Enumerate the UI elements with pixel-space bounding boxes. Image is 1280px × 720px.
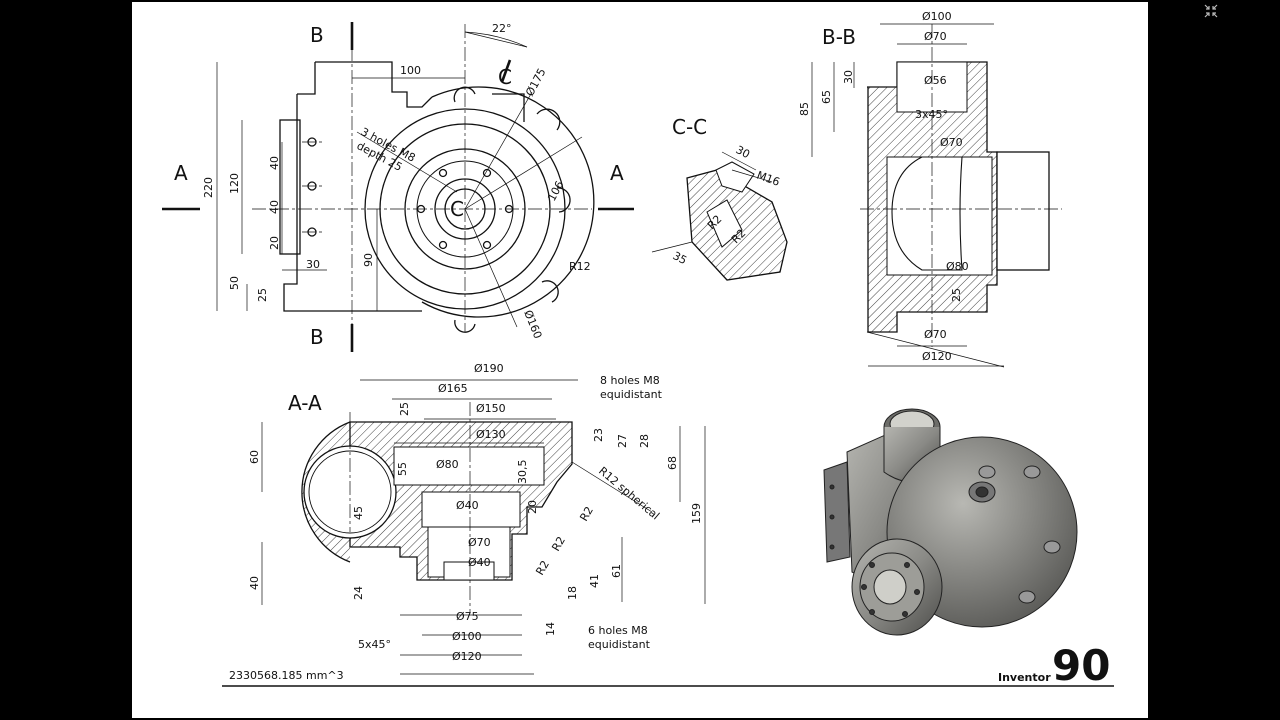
bb-dim-cham: 3x45° — [915, 108, 948, 121]
front-view-labels: B B A A C C 22° Ø175 100 220 120 40 40 2… — [174, 22, 624, 349]
aa-note-bottom-line1: 6 holes M8 — [588, 624, 648, 637]
dim-h120: 120 — [228, 173, 241, 194]
bb-view: B-B Ø100 Ø70 30 85 65 Ø56 3x45° Ø70 Ø80 … — [798, 10, 1062, 368]
aa-dim-h28: 28 — [638, 434, 651, 448]
aa-dim-d40b: Ø40 — [468, 556, 491, 569]
bb-dim-d70mid: Ø70 — [940, 136, 963, 149]
bb-dim-h85: 85 — [798, 102, 811, 116]
aa-dim-r12-spherical: R12 spherical — [596, 464, 662, 522]
aa-view: A-A Ø190 Ø165 25 Ø150 Ø130 60 55 Ø80 30,… — [248, 362, 706, 675]
dim-h25: 25 — [256, 288, 269, 302]
dim-d175: Ø175 — [523, 66, 548, 98]
bb-dim-d70top: Ø70 — [924, 30, 947, 43]
aa-dim-d80: Ø80 — [436, 458, 459, 471]
aa-note-bottom-line2: equidistant — [588, 638, 651, 651]
dim-h40b: 40 — [268, 200, 281, 214]
aa-dim-d40a: Ø40 — [456, 499, 479, 512]
brand-label: Inventor — [998, 671, 1051, 684]
aa-dim-h305: 30,5 — [516, 460, 529, 485]
aa-dim-h25: 25 — [398, 402, 411, 416]
aa-dim-h24: 24 — [352, 586, 365, 600]
bb-dim-d56: Ø56 — [924, 74, 947, 87]
aa-dim-d150: Ø150 — [476, 402, 506, 415]
bb-dim-d70bot: Ø70 — [924, 328, 947, 341]
technical-drawing: B B A A C C 22° Ø175 100 220 120 40 40 2… — [162, 10, 1114, 690]
cc-dim-w30: 30 — [734, 143, 752, 161]
aa-dim-h60: 60 — [248, 450, 261, 464]
bb-dim-d120: Ø120 — [922, 350, 952, 363]
section-marker-c: C — [498, 65, 512, 89]
cc-view: C-C 30 M16 R2 R2 35 — [651, 115, 788, 281]
aa-dim-d100: Ø100 — [452, 630, 482, 643]
aa-dim-d70: Ø70 — [468, 536, 491, 549]
collapse-arrows-icon[interactable] — [1204, 4, 1218, 18]
dim-h40a: 40 — [268, 156, 281, 170]
aa-dim-h55: 55 — [396, 462, 409, 476]
front-view — [162, 22, 634, 352]
bb-title: B-B — [822, 25, 856, 49]
section-marker-a-right: A — [610, 161, 624, 185]
aa-dim-h27: 27 — [616, 434, 629, 448]
drawing-sheet: B B A A C C 22° Ø175 100 220 120 40 40 2… — [132, 2, 1148, 718]
aa-dim-h61: 61 — [610, 564, 623, 578]
aa-dim-cham: 5x45° — [358, 638, 391, 651]
aa-title: A-A — [288, 391, 322, 415]
aa-dim-d120: Ø120 — [452, 650, 482, 663]
aa-dim-h45: 45 — [352, 506, 365, 520]
aa-dim-h159: 159 — [690, 503, 703, 524]
aa-dim-h18: 18 — [566, 586, 579, 600]
dim-angle: 22° — [492, 22, 512, 35]
dim-h50: 50 — [228, 276, 241, 290]
aa-dim-d165: Ø165 — [438, 382, 468, 395]
cc-title: C-C — [672, 115, 707, 139]
aa-dim-h14: 14 — [544, 622, 557, 636]
aa-dim-h40: 40 — [248, 576, 261, 590]
dim-w30: 30 — [306, 258, 320, 271]
aa-dim-r2b: R2 — [549, 534, 568, 553]
aa-dim-h68: 68 — [666, 456, 679, 470]
aa-note-top-line1: 8 holes M8 — [600, 374, 660, 387]
dim-r12: R12 — [569, 260, 591, 273]
aa-dim-h20: 20 — [526, 500, 539, 514]
aa-dim-r2a: R2 — [577, 504, 596, 523]
section-marker-c-center: C — [450, 197, 464, 221]
footer: 2330568.185 mm^3 Inventor 90 — [222, 641, 1114, 690]
aa-dim-d190: Ø190 — [474, 362, 504, 375]
aa-dim-h23: 23 — [592, 428, 605, 442]
aa-dim-d130: Ø130 — [476, 428, 506, 441]
dim-h20: 20 — [268, 236, 281, 250]
bb-dim-d80: Ø80 — [946, 260, 969, 273]
section-marker-b-bottom: B — [310, 325, 324, 349]
exercise-number: 90 — [1052, 641, 1110, 690]
section-marker-b-top: B — [310, 23, 324, 47]
dim-h90: 90 — [362, 253, 375, 267]
bb-dim-h25: 25 — [950, 288, 963, 302]
section-marker-a-left: A — [174, 161, 188, 185]
bb-dim-d100: Ø100 — [922, 10, 952, 23]
bb-dim-h30: 30 — [842, 70, 855, 84]
iso-model — [823, 408, 1078, 636]
dim-w100: 100 — [400, 64, 421, 77]
dim-h220: 220 — [202, 177, 215, 198]
dim-d160: Ø160 — [521, 308, 544, 340]
aa-dim-d75: Ø75 — [456, 610, 479, 623]
volume-readout: 2330568.185 mm^3 — [229, 669, 344, 682]
aa-dim-r2c: R2 — [533, 558, 552, 577]
cc-dim-m16: M16 — [755, 169, 782, 189]
bb-dim-h65: 65 — [820, 90, 833, 104]
cc-dim-w35: 35 — [671, 249, 689, 267]
aa-dim-h41: 41 — [588, 574, 601, 588]
aa-note-top-line2: equidistant — [600, 388, 663, 401]
